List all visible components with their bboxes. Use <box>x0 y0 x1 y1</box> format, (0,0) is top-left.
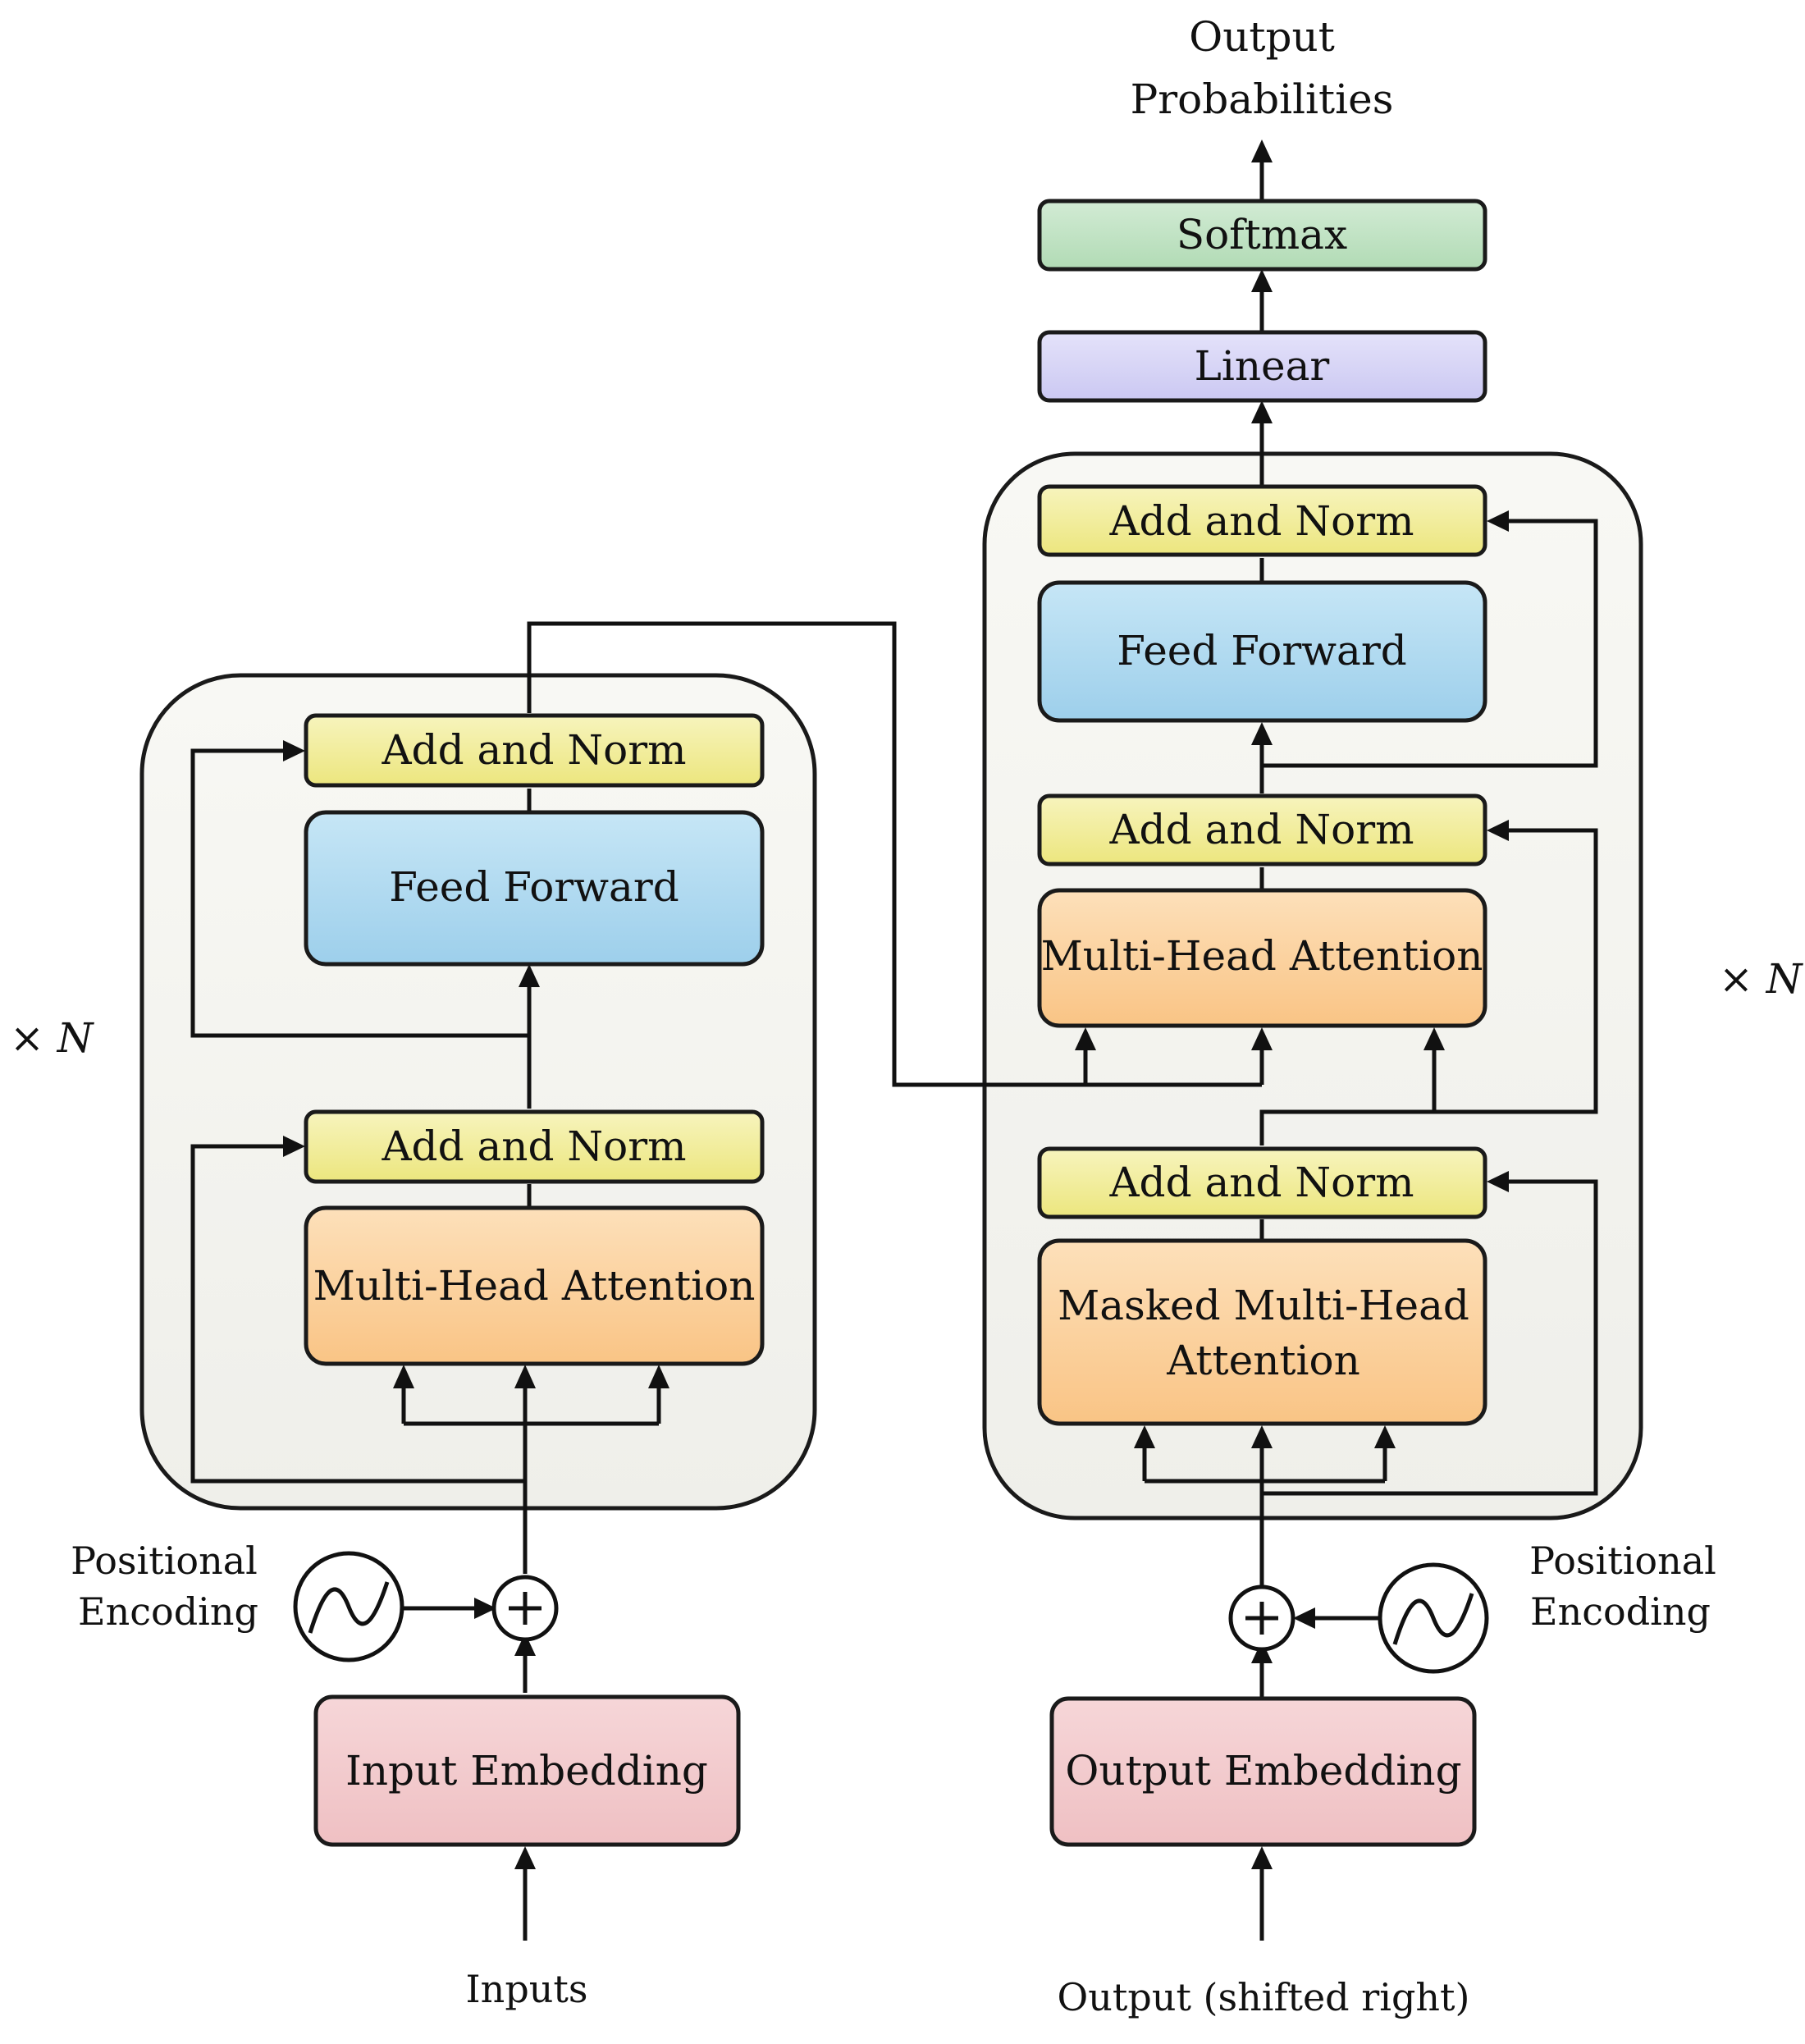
encoder-input-connectors <box>402 1598 536 1941</box>
encoder-feed-forward-box <box>304 810 765 967</box>
decoder-masked-attention-label-line1: Masked Multi-Head <box>1058 1282 1469 1329</box>
decoder-add-norm-bottom-label: Add and Norm <box>1108 1159 1414 1206</box>
decoder-connectors <box>1134 139 1598 1941</box>
encoder-attention-box <box>304 1205 765 1366</box>
output-embedding-label: Output Embedding <box>1065 1747 1461 1795</box>
decoder-add-norm-top-label: Add and Norm <box>1108 497 1414 545</box>
decoder-positional-label-line2: Encoding <box>1530 1589 1711 1634</box>
softmax-label: Softmax <box>1177 211 1347 258</box>
decoder-add-norm-top-box <box>1037 484 1487 557</box>
decoder-add-norm-mid-box <box>1037 793 1487 867</box>
encoder-sine-wave-icon <box>308 1581 390 1634</box>
encoder-positional-label-line2: Encoding <box>78 1589 258 1634</box>
inputs-label: Inputs <box>466 1967 588 2011</box>
encoder-repeat-label: × N <box>10 1014 95 1062</box>
decoder-sine-wave-icon <box>1392 1593 1474 1645</box>
decoder-feed-forward-box <box>1037 580 1487 723</box>
decoder-add-norm-mid-label: Add and Norm <box>1108 806 1414 853</box>
input-embedding-label: Input Embedding <box>345 1747 708 1795</box>
encoder-feed-forward-label: Feed Forward <box>389 863 679 911</box>
linear-box <box>1037 330 1487 403</box>
encoder-connectors <box>190 621 1273 1693</box>
encoder-add-norm-bottom-box <box>304 1109 765 1184</box>
encoder-add-norm-top-label: Add and Norm <box>381 726 686 774</box>
encoder-attention-label: Multi-Head Attention <box>313 1262 756 1310</box>
decoder-feed-forward-label: Feed Forward <box>1117 627 1407 674</box>
decoder-positional-label-line1: Positional <box>1529 1539 1716 1583</box>
input-embedding-box <box>313 1694 741 1847</box>
encoder-add-norm-top-box <box>304 713 765 788</box>
encoder-container <box>139 673 817 1511</box>
encoder-add-norm-bottom-label: Add and Norm <box>381 1123 686 1170</box>
encoder-positional-label-line1: Positional <box>71 1539 258 1583</box>
softmax-box <box>1037 199 1487 272</box>
linear-label: Linear <box>1195 342 1330 390</box>
decoder-masked-attention-box <box>1037 1238 1487 1426</box>
decoder-masked-attention-label-line2: Attention <box>1166 1337 1360 1384</box>
decoder-repeat-label: × N <box>1719 955 1804 1003</box>
decoder-attention-label: Multi-Head Attention <box>1041 932 1483 980</box>
output-embedding-box <box>1049 1696 1477 1847</box>
outputs-shifted-right-label: Output (shifted right) <box>1058 1975 1470 2019</box>
output-probabilities-label-line1: Output <box>1189 13 1335 61</box>
decoder-add-norm-bottom-box <box>1037 1146 1487 1219</box>
output-probabilities-label-line2: Probabilities <box>1131 75 1394 123</box>
decoder-attention-box <box>1037 888 1487 1028</box>
